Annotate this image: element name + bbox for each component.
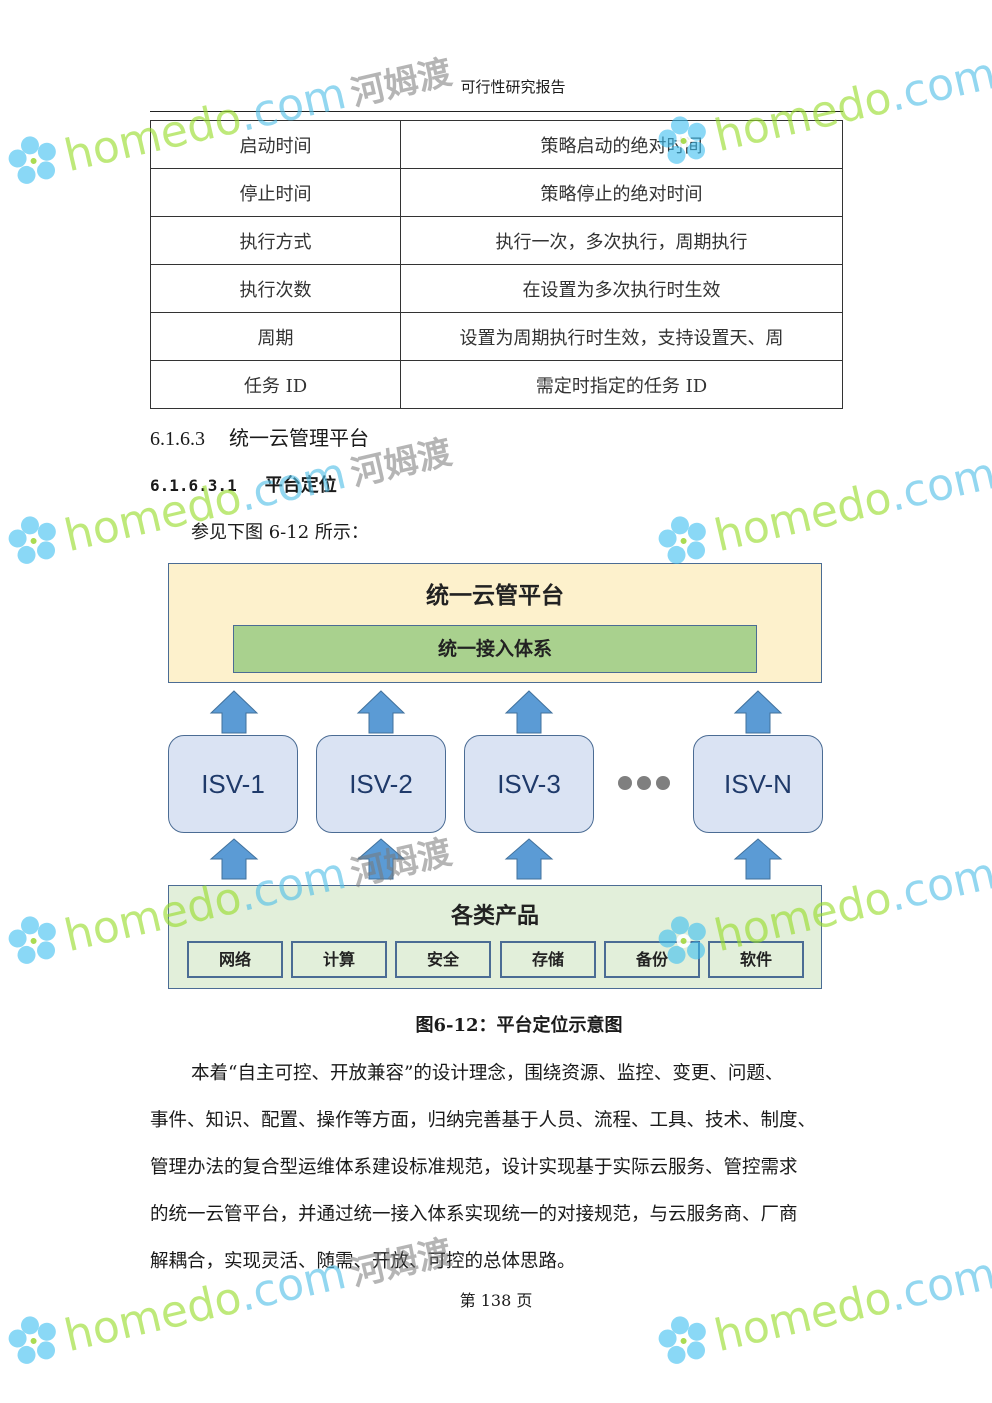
- arrow-up-icon: [356, 838, 406, 880]
- section-number: 6.1.6.3: [150, 428, 205, 450]
- header-rule: [150, 111, 843, 112]
- subsection-number: 6.1.6.3.1: [150, 476, 237, 495]
- product-category: 安全: [395, 941, 491, 978]
- product-category: 软件: [708, 941, 804, 978]
- intro-text: 参见下图 6-12 所示：: [191, 522, 369, 543]
- figure-caption: 图6-12：平台定位示意图: [415, 1015, 623, 1036]
- subsection-heading: 6.1.6.3.1 平台定位: [150, 471, 337, 497]
- section-heading: 6.1.6.3 统一云管理平台: [150, 422, 369, 451]
- subsection-title: 平台定位: [264, 475, 337, 496]
- paragraph-line: 管理办法的复合型运维体系建设标准规范，设计实现基于实际云服务、管控需求: [150, 1157, 798, 1178]
- paragraph-line: 本着“自主可控、开放兼容”的设计理念，围绕资源、监控、变更、问题、: [191, 1063, 784, 1084]
- product-category: 计算: [291, 941, 387, 978]
- table-cell: 策略启动的绝对时间: [400, 120, 843, 169]
- arrow-up-icon: [733, 690, 783, 734]
- section-title: 统一云管理平台: [229, 426, 369, 450]
- arrow-up-icon: [504, 838, 554, 880]
- table-cell: 执行方式: [150, 216, 401, 265]
- product-category: 网络: [187, 941, 283, 978]
- table-row: 任务 ID 需定时指定的任务 ID: [150, 360, 843, 409]
- isv-box: ISV-1: [168, 735, 298, 833]
- paragraph-line: 解耦合，实现灵活、随需、开放、可控的总体思路。: [150, 1251, 576, 1272]
- products-title: 各类产品: [450, 904, 539, 929]
- isv-box: ISV-N: [693, 735, 823, 833]
- product-category: 备份: [604, 941, 700, 978]
- arrow-up-icon: [209, 838, 259, 880]
- isv-box: ISV-3: [464, 735, 594, 833]
- access-system-box: 统一接入体系: [233, 625, 757, 673]
- arrow-up-icon: [356, 690, 406, 734]
- isv-box: ISV-2: [316, 735, 446, 833]
- arrow-up-icon: [209, 690, 259, 734]
- table-cell: 启动时间: [150, 120, 401, 169]
- page-number: 第 138 页: [459, 1291, 533, 1310]
- arrow-up-icon: [504, 690, 554, 734]
- table-row: 停止时间 策略停止的绝对时间: [150, 168, 843, 217]
- product-category: 存储: [500, 941, 596, 978]
- table-cell: 执行一次，多次执行，周期执行: [400, 216, 843, 265]
- table-cell: 设置为周期执行时生效，支持设置天、周: [400, 312, 843, 361]
- paragraph-line: 事件、知识、配置、操作等方面，归纳完善基于人员、流程、工具、技术、制度、: [150, 1110, 817, 1131]
- parameter-table: 启动时间 策略启动的绝对时间 停止时间 策略停止的绝对时间 执行方式 执行一次，…: [150, 120, 843, 409]
- body-paragraph: 本着“自主可控、开放兼容”的设计理念，围绕资源、监控、变更、问题、 事件、知识、…: [150, 1050, 843, 1285]
- table-cell: 策略停止的绝对时间: [400, 168, 843, 217]
- cloud-platform-title: 统一云管平台: [426, 583, 564, 609]
- arrow-up-icon: [733, 838, 783, 880]
- paragraph-line: 的统一云管平台，并通过统一接入体系实现统一的对接规范，与云服务商、厂商: [150, 1204, 798, 1225]
- page-header-title: 可行性研究报告: [460, 78, 566, 96]
- table-row: 执行方式 执行一次，多次执行，周期执行: [150, 216, 843, 265]
- ellipsis-dots-icon: [616, 776, 672, 794]
- table-cell: 任务 ID: [150, 360, 401, 409]
- table-cell: 需定时指定的任务 ID: [400, 360, 843, 409]
- table-row: 周期 设置为周期执行时生效，支持设置天、周: [150, 312, 843, 361]
- table-row: 启动时间 策略启动的绝对时间: [150, 120, 843, 169]
